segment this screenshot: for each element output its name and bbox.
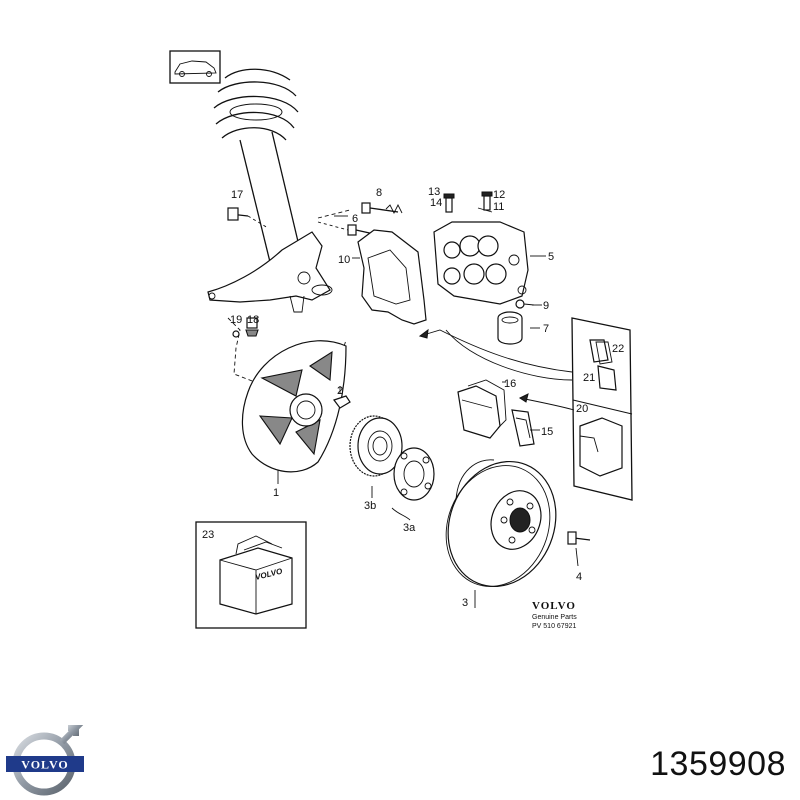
group-outline bbox=[227, 209, 351, 385]
callout-17: 17 bbox=[231, 189, 243, 201]
wheel-hub bbox=[391, 447, 435, 521]
part-number: 1359908 bbox=[650, 745, 786, 783]
bolt-6 bbox=[317, 221, 375, 236]
volvo-logo: VOLVO bbox=[6, 725, 84, 796]
wheel-bearing bbox=[349, 415, 403, 498]
callout-3: 3 bbox=[462, 597, 468, 609]
callout-3a: 3a bbox=[403, 522, 416, 534]
caliper-bracket bbox=[357, 229, 427, 325]
callout-labels: 17 8 13 14 12 11 6 10 5 9 7 19 18 22 21 … bbox=[202, 186, 624, 609]
stamp-line-2: PV 510 67921 bbox=[532, 623, 576, 630]
pad-kit-panel bbox=[418, 317, 633, 501]
callout-5: 5 bbox=[548, 251, 554, 263]
callout-2: 2 bbox=[337, 385, 343, 397]
genuine-parts-stamp: VOLVO Genuine Parts PV 510 67921 bbox=[532, 600, 577, 630]
logo-text: VOLVO bbox=[21, 758, 68, 772]
callout-19: 19 bbox=[230, 314, 242, 326]
callout-20: 20 bbox=[576, 403, 588, 415]
bolt-17 bbox=[227, 207, 269, 229]
callout-16: 16 bbox=[504, 378, 516, 390]
callout-18: 18 bbox=[247, 314, 259, 326]
callout-12: 12 bbox=[493, 189, 505, 201]
brake-pads bbox=[457, 379, 507, 439]
dust-shield bbox=[241, 340, 347, 473]
stamp-brand: VOLVO bbox=[532, 600, 576, 612]
callout-23: 23 bbox=[202, 529, 214, 541]
caliper-piston bbox=[497, 311, 523, 345]
steering-knuckle bbox=[207, 231, 333, 313]
bolt-9 bbox=[515, 299, 535, 309]
callout-13: 13 bbox=[428, 186, 440, 198]
callout-21: 21 bbox=[583, 372, 595, 384]
callout-6: 6 bbox=[352, 213, 358, 225]
callout-1: 1 bbox=[273, 487, 279, 499]
bolt-8 bbox=[361, 202, 403, 215]
callout-3b: 3b bbox=[364, 500, 376, 512]
callout-7: 7 bbox=[543, 323, 549, 335]
callout-10: 10 bbox=[338, 254, 350, 266]
bolt-2 bbox=[333, 395, 351, 409]
callout-9: 9 bbox=[543, 300, 549, 312]
clip-18 bbox=[232, 317, 259, 338]
callout-15: 15 bbox=[541, 426, 553, 438]
brake-caliper bbox=[433, 221, 529, 305]
shim-plate bbox=[511, 409, 535, 447]
strut-assembly bbox=[213, 68, 301, 263]
callout-14: 14 bbox=[430, 197, 442, 209]
brake-disc bbox=[445, 459, 557, 608]
callout-4: 4 bbox=[576, 571, 582, 583]
callout-8: 8 bbox=[376, 187, 382, 199]
callout-22: 22 bbox=[612, 343, 624, 355]
callout-11: 11 bbox=[493, 201, 504, 213]
callout-leaders bbox=[277, 215, 546, 484]
wheel-bolt bbox=[567, 531, 591, 567]
car-thumbnail bbox=[169, 50, 221, 84]
package-box-group: VOLVO bbox=[195, 521, 307, 629]
stamp-line-1: Genuine Parts bbox=[532, 614, 577, 621]
bleed-valves bbox=[443, 191, 493, 213]
